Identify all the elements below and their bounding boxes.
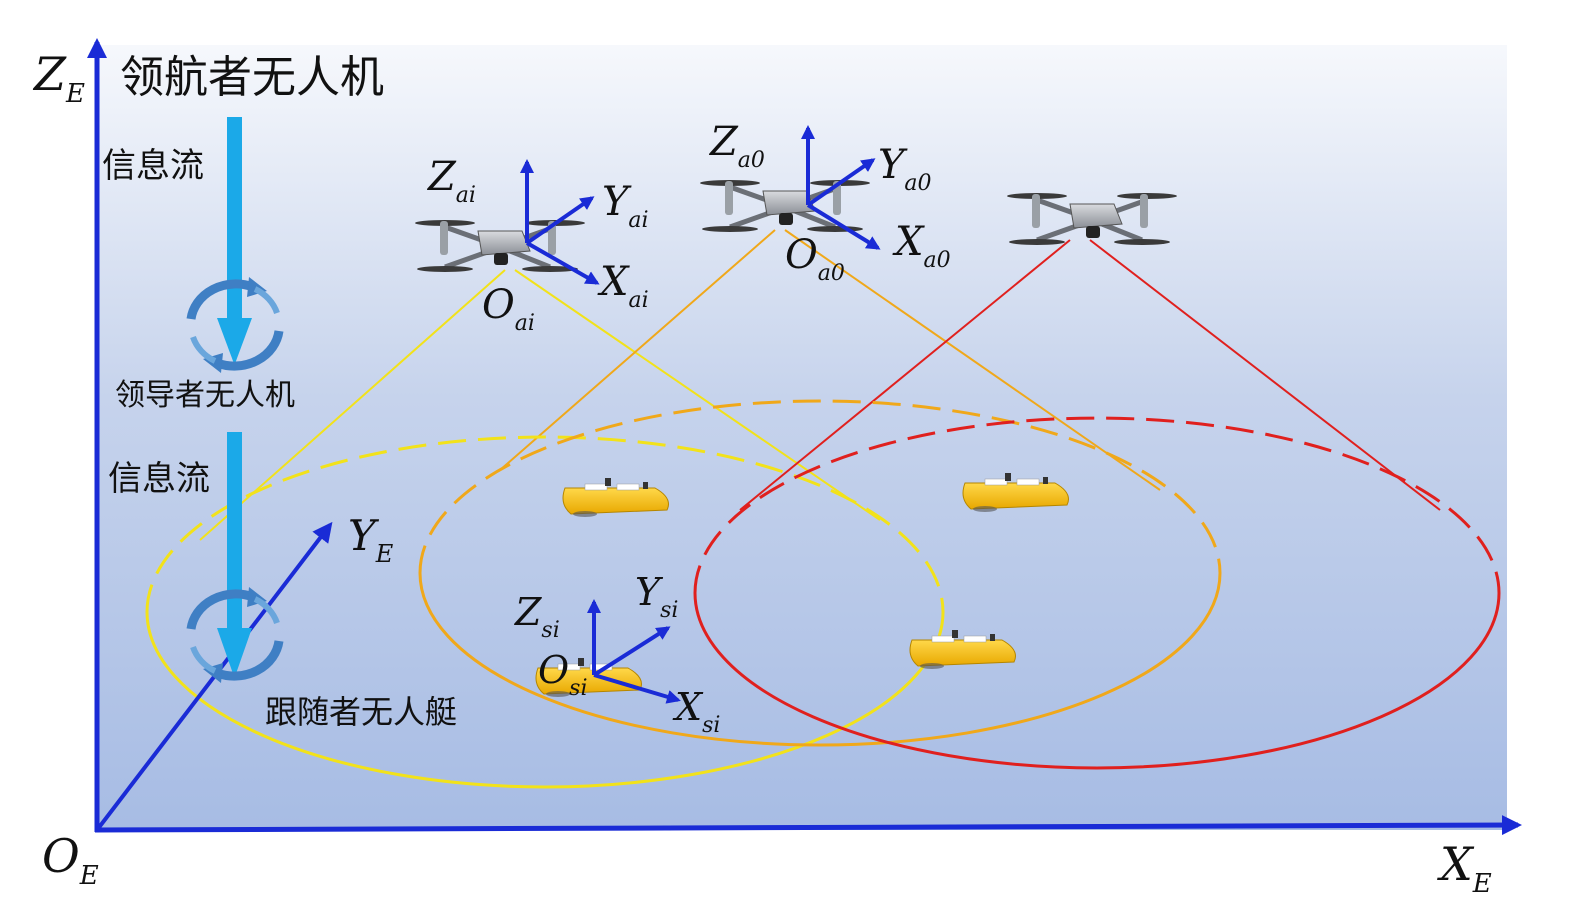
z-si-label: Zsi bbox=[514, 590, 560, 643]
x-axis-a0 bbox=[806, 203, 881, 250]
cone-line-red-left bbox=[739, 239, 1071, 511]
x-si-label: Xsi bbox=[672, 685, 720, 738]
y-axis-si bbox=[592, 626, 671, 677]
info-flow-arrows bbox=[217, 117, 252, 678]
x-global-label: XE bbox=[1437, 837, 1492, 899]
leader-uav-label: 领导者无人机 bbox=[115, 378, 295, 413]
cycle-arrows-icon bbox=[186, 277, 284, 373]
global-axes bbox=[87, 38, 1522, 836]
y-global-label: YE bbox=[348, 511, 394, 568]
ellipse-yellow-back bbox=[145, 435, 945, 613]
z-ai-label: Zai bbox=[426, 154, 476, 208]
ellipse-orange-back bbox=[418, 399, 1222, 574]
boat-icon bbox=[562, 478, 669, 517]
x-a0-label: Xa0 bbox=[892, 219, 951, 273]
cycle-arrows-icon bbox=[186, 587, 284, 683]
frame-ai-axes bbox=[520, 159, 600, 285]
frame-si-axes bbox=[587, 599, 681, 704]
frame-a0-axes bbox=[801, 125, 881, 250]
origin-ai-label: Oai bbox=[482, 282, 535, 336]
info-flow-label-bottom: 信息流 bbox=[108, 459, 210, 499]
y-ai-label: Yai bbox=[602, 179, 649, 233]
flow-arrow-top-head bbox=[217, 318, 252, 365]
z-global-label: ZE bbox=[32, 47, 85, 109]
x-axis-global bbox=[94, 815, 1522, 836]
origin-global-label: OE bbox=[42, 829, 99, 891]
coverage-ellipses bbox=[145, 399, 1501, 789]
ellipse-red-front bbox=[693, 592, 1501, 770]
x-axis-ai bbox=[526, 241, 600, 285]
background-panel bbox=[97, 45, 1507, 830]
title-label: 领航者无人机 bbox=[120, 52, 384, 103]
flow-arrow-bottom-head bbox=[217, 628, 252, 678]
cone-line-a0-right bbox=[784, 229, 1161, 491]
origin-si-label: Osi bbox=[538, 648, 587, 701]
info-flow-label-top: 信息流 bbox=[102, 146, 204, 186]
y-a0-label: Ya0 bbox=[878, 142, 932, 196]
flow-arrow-bottom-shaft bbox=[227, 432, 242, 632]
y-si-label: Ysi bbox=[635, 570, 678, 623]
origin-a0-label: Oa0 bbox=[785, 232, 845, 286]
y-axis-global bbox=[95, 521, 333, 832]
sensing-cones bbox=[199, 229, 1441, 541]
drone-icon bbox=[1007, 193, 1177, 245]
ellipse-orange-front bbox=[418, 572, 1222, 747]
follower-usv-label: 跟随者无人艇 bbox=[265, 693, 457, 731]
y-axis-ai bbox=[525, 196, 595, 245]
y-axis-a0 bbox=[806, 158, 876, 207]
cone-line-ai-right bbox=[514, 269, 881, 521]
x-ai-label: Xai bbox=[597, 259, 649, 313]
cone-line-red-right bbox=[1089, 239, 1441, 511]
cone-line-a0-left bbox=[499, 229, 776, 471]
x-axis-si bbox=[593, 673, 681, 704]
boat-icon bbox=[909, 630, 1016, 669]
ellipse-yellow-front bbox=[145, 611, 945, 789]
boat-icon bbox=[535, 658, 642, 697]
z-a0-label: Za0 bbox=[708, 119, 765, 173]
flow-arrow-top-shaft bbox=[227, 117, 242, 327]
ellipse-red-back bbox=[693, 416, 1501, 594]
boat-icon bbox=[962, 473, 1069, 512]
